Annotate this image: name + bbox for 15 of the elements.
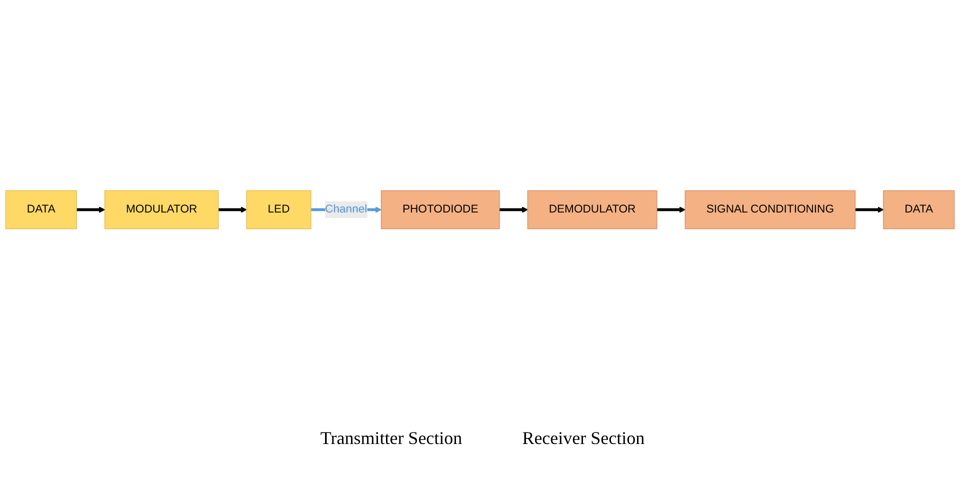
edge-label: Channel [325,204,368,216]
node-box: DATA [883,190,955,230]
node-box: PHOTODIODE [380,190,500,230]
node-box: DATA [5,190,77,230]
arrow [218,206,247,214]
node-box: DEMODULATOR [527,190,658,230]
arrow [855,206,884,214]
node-box: SIGNAL CONDITIONING [684,190,856,230]
section-caption: Receiver Section [522,428,645,449]
arrow [499,206,528,214]
node-box: MODULATOR [104,190,219,230]
section-caption: Transmitter Section [320,428,462,449]
arrow [76,206,106,214]
node-box: LED [246,190,312,230]
arrow [656,206,686,214]
